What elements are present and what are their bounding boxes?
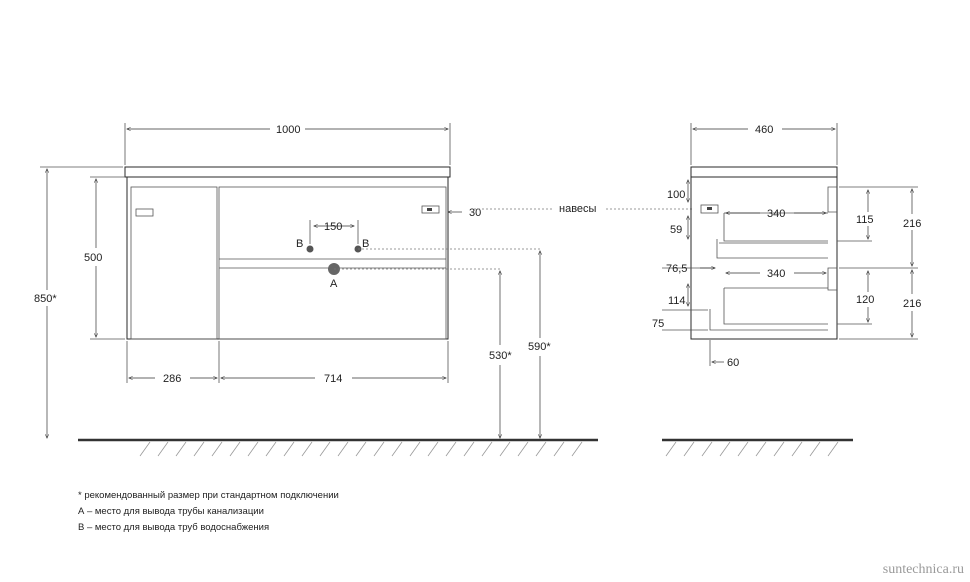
front-view: B B A 150 1000 30 500 850* 286 <box>34 123 598 457</box>
hinge-icon <box>427 208 432 211</box>
dim-drawer-depth-bottom: 340 <box>767 268 785 280</box>
dim-76-5: 76,5 <box>666 263 687 275</box>
dim-right-section: 714 <box>324 373 342 385</box>
hinge-icon <box>421 205 440 214</box>
dim-59: 59 <box>670 224 682 236</box>
dim-hinge-offset: 30 <box>469 207 481 219</box>
pipe-b-left-label: B <box>296 238 303 250</box>
pipe-b-right-label: B <box>362 238 369 250</box>
dim-left-section: 286 <box>163 373 181 385</box>
side-body <box>690 176 838 340</box>
dim-100: 100 <box>667 189 685 201</box>
pipe-a-label: A <box>330 278 338 290</box>
side-lower-drawer <box>723 287 828 325</box>
note-b-point: В – место для вывода труб водоснабжения <box>78 522 270 533</box>
notes: * рекомендованный размер при стандартном… <box>78 488 339 536</box>
side-view: 460 340 340 100 59 76,5 114 75 60 <box>652 123 921 457</box>
hinge-icon <box>700 204 719 214</box>
front-countertop <box>124 166 451 178</box>
dim-total-height: 850* <box>34 293 57 305</box>
dim-pipe-spacing: 150 <box>324 221 342 233</box>
dim-total-width: 1000 <box>276 124 300 136</box>
dim-75: 75 <box>652 318 664 330</box>
side-ground-hatch <box>665 441 839 457</box>
dim-drawer-depth-top: 340 <box>767 208 785 220</box>
front-left-door <box>130 186 218 340</box>
watermark: suntechnica.ru <box>882 562 964 577</box>
front-body <box>126 176 449 340</box>
front-ground-hatch <box>139 441 583 457</box>
note-recommended: * рекомендованный размер при стандартном… <box>78 490 339 501</box>
dim-216-top: 216 <box>903 218 921 230</box>
hinge-icon <box>135 208 154 217</box>
dim-114: 114 <box>668 295 686 307</box>
dim-115: 115 <box>856 214 874 226</box>
hinge-icon <box>707 207 712 210</box>
dim-height-530: 530* <box>489 350 512 362</box>
front-right-section <box>218 186 447 340</box>
dim-height-590: 590* <box>528 341 551 353</box>
dim-body-height: 500 <box>84 252 102 264</box>
dim-depth: 460 <box>755 124 773 136</box>
pipe-b-left <box>306 245 314 253</box>
side-countertop <box>690 166 838 178</box>
dim-120: 120 <box>856 294 874 306</box>
hinges-label: навесы <box>559 203 597 215</box>
dim-60: 60 <box>727 357 739 369</box>
dim-216-bottom: 216 <box>903 298 921 310</box>
note-a-point: А – место для вывода трубы канализации <box>78 506 264 517</box>
